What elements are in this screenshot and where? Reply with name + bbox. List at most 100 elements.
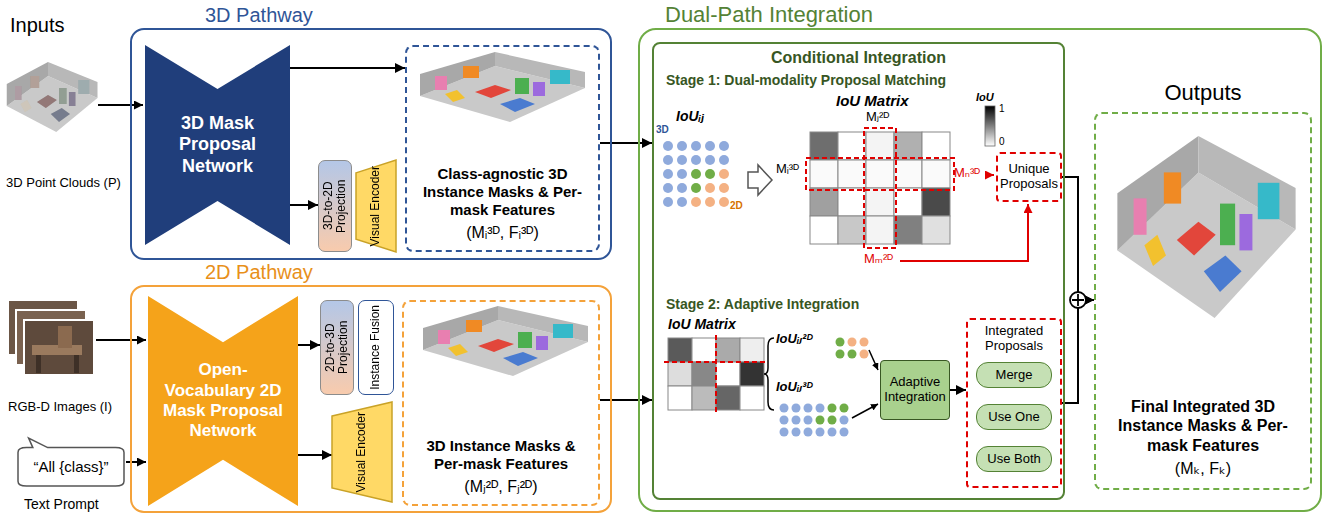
math-label: Mₙ³ᴰ xyxy=(954,166,980,181)
input-arrow xyxy=(96,339,146,341)
node-text: 3D Instance Masks & Per-mask Features xyxy=(410,437,592,473)
network-shape-fill xyxy=(145,45,290,245)
node-text: Visual Encoder xyxy=(369,166,382,247)
input-arrow xyxy=(98,104,143,106)
projection-box: 3D-to-2D Projection xyxy=(318,160,352,252)
proposal-dots xyxy=(663,141,729,207)
connector-arrow xyxy=(290,204,318,206)
node-text: Unique Proposals xyxy=(1000,162,1058,192)
mask-feature-box: Class-agnostic 3D Instance Masks & Per-m… xyxy=(405,45,600,252)
hollow-arrow xyxy=(748,165,772,195)
network-shape-fill xyxy=(148,296,298,506)
red-pointer xyxy=(986,174,994,176)
node-text: (Mₖ, Fₖ) xyxy=(1175,459,1231,478)
encoder-trapezoid-fill xyxy=(332,402,392,502)
mask-illustration xyxy=(420,52,585,122)
image-caption: 3D Point Clouds (P) xyxy=(6,176,121,191)
split-lines xyxy=(664,335,768,413)
colorbar-tick: 0 xyxy=(999,136,1005,148)
node-text: Use One xyxy=(988,410,1039,425)
node-text: Open-Vocabulary 2D Mask Proposal Network xyxy=(156,360,290,442)
matrix-title: IoU Matrix xyxy=(836,92,909,109)
heading-text: Outputs xyxy=(1096,80,1310,105)
colorbar-tick: 1 xyxy=(999,103,1005,115)
mask-feature-box: 3D Instance Masks & Per-mask Features (Mⱼ… xyxy=(402,300,600,506)
node-text: “All {class}” xyxy=(33,458,108,475)
red-pointer xyxy=(900,204,1028,261)
connector-arrow xyxy=(1062,177,1094,300)
output-box: OutputsFinal Integrated 3D Instance Mask… xyxy=(1094,112,1312,490)
dots-2d xyxy=(836,338,869,359)
node-text: 2D-to-3D Projection xyxy=(324,303,350,392)
node-text: Integrated Proposals xyxy=(970,324,1058,354)
connector-arrow xyxy=(298,344,320,346)
pathway-panel: 3D Pathway3D Mask Proposal Network3D-to-… xyxy=(130,28,612,260)
output-illustration xyxy=(1117,136,1295,318)
dots-3d xyxy=(780,404,849,437)
math-label: IoUᵢⱼ xyxy=(676,108,704,124)
math-label: Mₘ²ᴰ xyxy=(864,252,893,267)
process-box: Adaptive Integration xyxy=(880,360,950,420)
heading-text: Dual-Path Integration xyxy=(662,2,876,27)
column-highlight xyxy=(864,128,896,248)
modality-tag: 3D xyxy=(656,124,669,136)
input-arrow xyxy=(126,461,146,463)
node-text: Conditional Integration xyxy=(654,48,1063,67)
prompt-bubble-fill xyxy=(18,438,124,486)
connector-arrow xyxy=(298,454,332,456)
row-highlight xyxy=(806,158,954,190)
node-text: Instance Fusion xyxy=(369,305,382,390)
option-pill: Use Both xyxy=(976,446,1052,472)
sum-symbol xyxy=(1070,292,1086,308)
math-label: IoUᵢⱼ²ᴰ xyxy=(776,332,813,347)
option-pill: Use One xyxy=(976,404,1052,430)
pathway-panel: 2D PathwayOpen-Vocabulary 2D Mask Propos… xyxy=(130,285,612,513)
node-text: 3D Mask Proposal Network xyxy=(153,113,282,178)
heading-text: 2D Pathway xyxy=(202,261,316,284)
connector-arrow xyxy=(1062,300,1094,403)
encoder-trapezoid: Visual Encoder xyxy=(356,160,396,252)
modality-tag: 2D xyxy=(730,200,743,212)
encoder-trapezoid-fill xyxy=(356,160,396,252)
fusion-box: Instance Fusion xyxy=(358,300,394,395)
node-text: Class-agnostic 3D Instance Masks & Per-m… xyxy=(413,165,592,219)
node-text: Adaptive Integration xyxy=(883,375,947,405)
projection-box: 2D-to-3D Projection xyxy=(320,300,354,395)
mask-illustration xyxy=(423,306,588,376)
math-label: IoUᵢⱼ³ᴰ xyxy=(776,380,813,395)
stage-heading: Stage 2: Adaptive Integration xyxy=(666,296,859,312)
connector-arrow xyxy=(600,399,652,401)
connector-arrow xyxy=(600,142,652,144)
point-cloud-image xyxy=(7,62,98,132)
encoder-trapezoid: Visual Encoder xyxy=(332,402,392,502)
node-text: (Mⱼ²ᴰ, Fⱼ²ᴰ) xyxy=(464,477,537,496)
proposal-box: Unique Proposals xyxy=(996,152,1062,202)
stage-heading: Stage 1: Dual-modality Proposal Matching xyxy=(666,72,946,88)
option-pill: Merge xyxy=(976,362,1052,388)
connector-arrow xyxy=(290,67,405,69)
small-arrow xyxy=(869,350,878,370)
matrix-title: IoU Matrix xyxy=(668,316,736,332)
node-text: Use Both xyxy=(987,452,1040,467)
math-label: Mᵢ³ᴰ xyxy=(776,162,799,177)
colorbar xyxy=(985,106,995,146)
small-arrow xyxy=(852,404,878,418)
image-caption: RGB-D Images (I) xyxy=(8,400,112,415)
section-heading: Inputs xyxy=(10,14,64,37)
node-text: (Mᵢ³ᴰ, Fᵢ³ᴰ) xyxy=(466,223,539,242)
math-label: Mⱼ²ᴰ xyxy=(866,110,889,125)
network-shape: 3D Mask Proposal Network xyxy=(145,45,290,245)
iou-matrix xyxy=(810,132,950,244)
heading-text: 3D Pathway xyxy=(202,4,316,27)
colorbar-title: IoU xyxy=(976,91,994,104)
prompt-bubble: “All {class}” xyxy=(18,438,124,486)
rgbd-images xyxy=(8,300,94,375)
image-caption: Text Prompt xyxy=(24,496,99,512)
node-text: 3D-to-2D Projection xyxy=(322,163,348,249)
proposal-group: Integrated ProposalsMergeUse OneUse Both xyxy=(966,318,1062,488)
brace xyxy=(764,338,774,410)
network-shape: Open-Vocabulary 2D Mask Proposal Network xyxy=(148,296,298,506)
node-text: Final Integrated 3D Instance Masks & Per… xyxy=(1102,397,1304,455)
node-text: Visual Encoder xyxy=(355,412,368,493)
connector-arrow xyxy=(950,389,966,391)
